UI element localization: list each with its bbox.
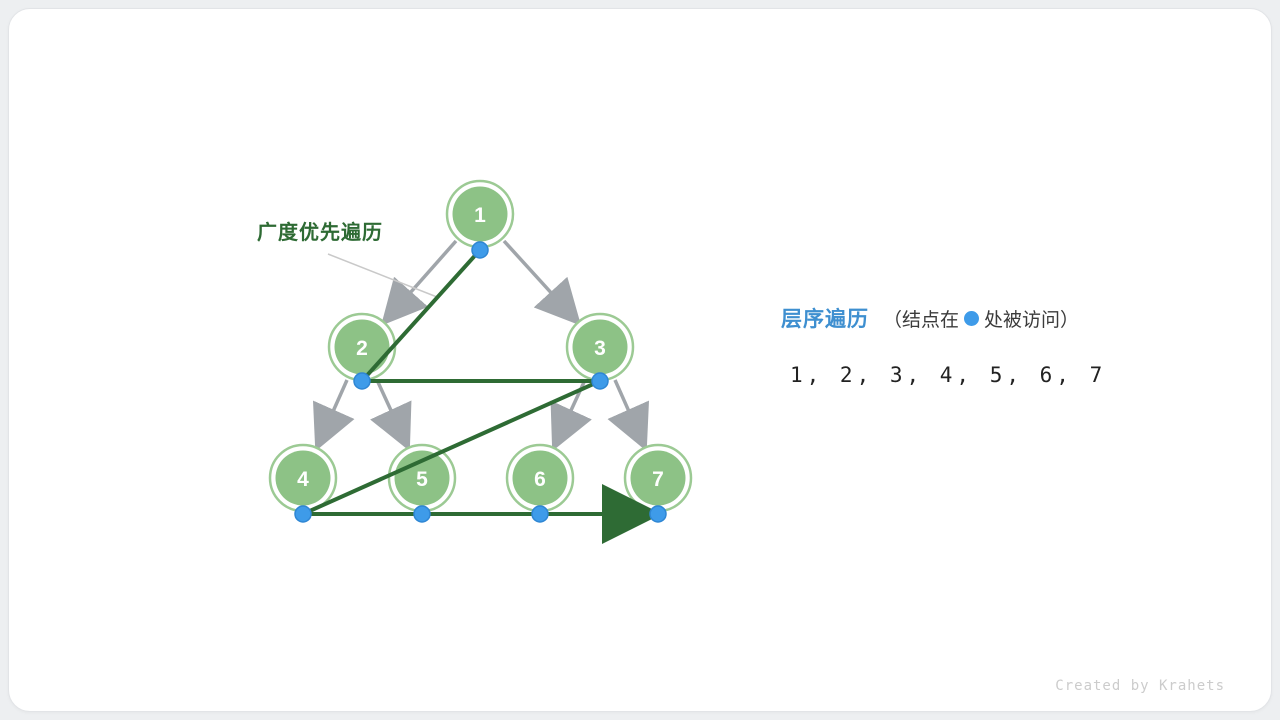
visit-dots bbox=[294, 241, 667, 523]
node-label: 1 bbox=[474, 204, 486, 227]
visit-dot-1 bbox=[471, 241, 489, 259]
node-circle bbox=[572, 319, 628, 375]
node-label: 5 bbox=[416, 468, 428, 491]
node-circle bbox=[334, 319, 390, 375]
label-pointer-line bbox=[327, 253, 438, 298]
node-circle bbox=[394, 450, 450, 506]
bfs-traversal-path bbox=[302, 248, 662, 544]
node-label: 7 bbox=[652, 468, 664, 491]
edge-2-5 bbox=[370, 379, 412, 452]
node-label: 4 bbox=[297, 468, 309, 491]
node-label: 3 bbox=[594, 337, 606, 360]
tree-node-5: 5 bbox=[387, 443, 457, 513]
edge-2-4 bbox=[312, 379, 355, 452]
node-circle bbox=[452, 186, 508, 242]
legend-title: 层序遍历 bbox=[781, 308, 869, 331]
node-circle bbox=[275, 450, 331, 506]
legend: 层序遍历 （结点在 处被访问） 1, 2, 3, 4, 5, 6, 7 bbox=[781, 303, 1221, 387]
visit-dot-6 bbox=[531, 505, 549, 523]
legend-heading: 层序遍历 （结点在 处被访问） bbox=[781, 303, 1221, 333]
edge-1-3 bbox=[502, 239, 582, 326]
tree-node-4: 4 bbox=[268, 443, 338, 513]
node-label: 6 bbox=[534, 468, 546, 491]
visit-dot-4 bbox=[294, 505, 312, 523]
tree-node-7: 7 bbox=[623, 443, 693, 513]
edge-1-2 bbox=[380, 239, 458, 326]
visit-dot-3 bbox=[591, 372, 609, 390]
tree-node-1: 1 bbox=[445, 179, 515, 249]
visit-dot-2 bbox=[353, 372, 371, 390]
tree-node-6: 6 bbox=[505, 443, 575, 513]
tree-node-3: 3 bbox=[565, 312, 635, 382]
visit-dot-7 bbox=[649, 505, 667, 523]
node-label: 2 bbox=[356, 337, 368, 360]
tree-nodes: 1 2 3 4 5 6 7 bbox=[268, 179, 693, 513]
legend-note: （结点在 处被访问） bbox=[883, 305, 1079, 332]
watermark: Created by Krahets bbox=[1055, 678, 1225, 694]
canvas-card bbox=[8, 8, 1272, 712]
edge-3-7 bbox=[607, 379, 650, 452]
bfs-label: 广度优先遍历 bbox=[257, 222, 383, 244]
legend-note-prefix: （结点在 bbox=[883, 309, 960, 331]
legend-note-suffix: 处被访问） bbox=[984, 309, 1080, 331]
visit-dot-5 bbox=[413, 505, 431, 523]
traversal-sequence: 1, 2, 3, 4, 5, 6, 7 bbox=[790, 363, 1107, 387]
tree-node-2: 2 bbox=[327, 312, 397, 382]
visit-dot-icon bbox=[964, 310, 980, 326]
node-circle bbox=[512, 450, 568, 506]
